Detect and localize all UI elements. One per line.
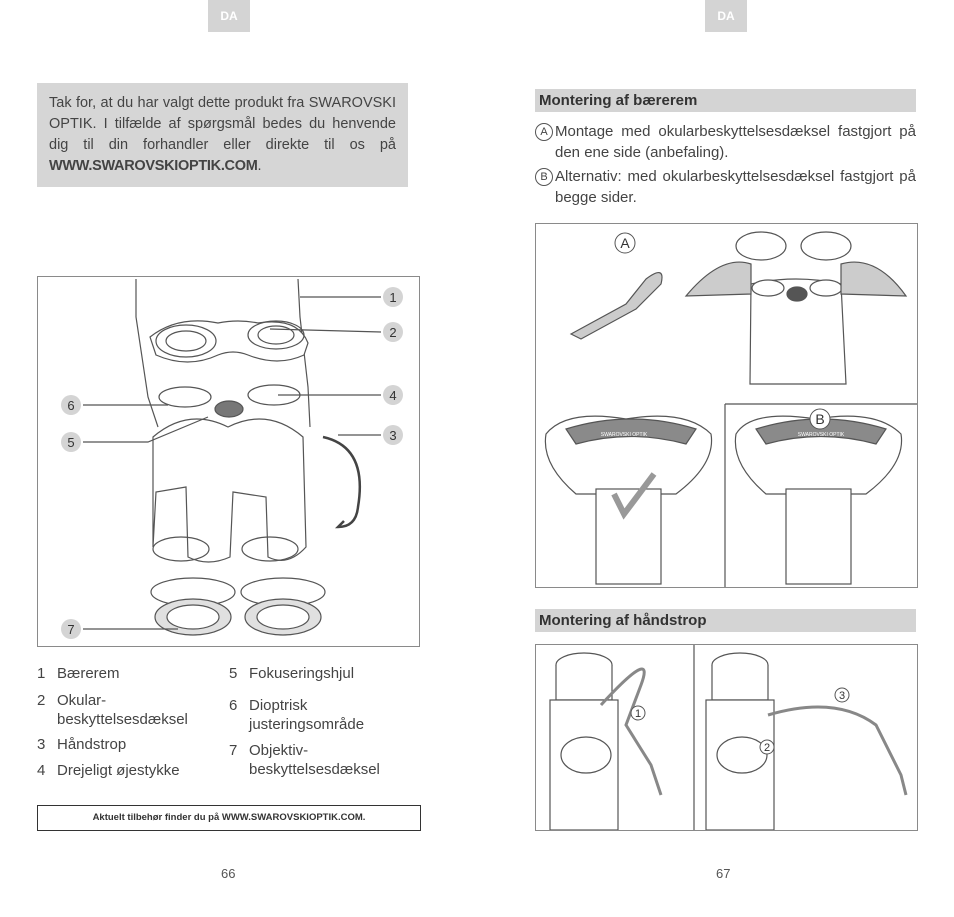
callout-3: 3 (389, 428, 396, 443)
callout-5: 5 (67, 435, 74, 450)
strap-print-a: SWAROVSKI OPTIK (601, 432, 648, 438)
section-title-carrying-strap: Montering af bærerem (535, 89, 916, 112)
step-3: 3 (839, 690, 845, 702)
marker-b: B (815, 411, 824, 427)
strap-mounting-illustration: A B SWAROVSKI OPTIK SWAROVSKI OPTIK (536, 224, 917, 587)
callout-6: 6 (67, 398, 74, 413)
binocular-illustration: 1 2 3 4 5 6 7 (38, 277, 419, 646)
binocular-parts-figure: 1 2 3 4 5 6 7 (37, 276, 420, 647)
page-number-right: 67 (716, 866, 730, 881)
option-a: A Montage med okularbeskyttelsesdæksel f… (535, 121, 916, 163)
intro-website-link[interactable]: WWW.SWAROVSKIOPTIK.COM (49, 158, 257, 174)
strap-print-b: SWAROVSKI OPTIK (798, 432, 845, 438)
option-a-marker: A (535, 123, 553, 141)
hand-strap-illustration: 1 2 3 (536, 645, 917, 830)
callout-1: 1 (389, 290, 396, 305)
option-b: B Alternativ: med okularbeskyttelsesdæks… (535, 166, 916, 208)
step-2: 2 (764, 742, 770, 754)
callout-2: 2 (389, 325, 396, 340)
intro-box: Tak for, at du har valgt dette produkt f… (37, 83, 408, 187)
hand-strap-figure: 1 2 3 (535, 644, 918, 831)
page-number-left: 66 (221, 866, 235, 881)
strap-mounting-figure: A B SWAROVSKI OPTIK SWAROVSKI OPTIK (535, 223, 918, 588)
option-b-marker: B (535, 168, 553, 186)
option-b-text: Alternativ: med okularbeskyttelsesdæksel… (555, 166, 916, 208)
accessory-note: Aktuelt tilbehør finder du på WWW.SWAROV… (37, 805, 421, 831)
callout-4: 4 (389, 388, 396, 403)
step-1: 1 (635, 708, 641, 720)
callout-7: 7 (67, 622, 74, 637)
option-a-text: Montage med okularbeskyttelsesdæksel fas… (555, 121, 916, 163)
language-tab-left: DA (208, 0, 250, 32)
marker-a: A (620, 235, 630, 251)
intro-text: Tak for, at du har valgt dette produkt f… (49, 95, 396, 153)
intro-end: . (257, 158, 261, 174)
language-tab-right: DA (705, 0, 747, 32)
section-title-hand-strap: Montering af håndstrop (535, 609, 916, 632)
